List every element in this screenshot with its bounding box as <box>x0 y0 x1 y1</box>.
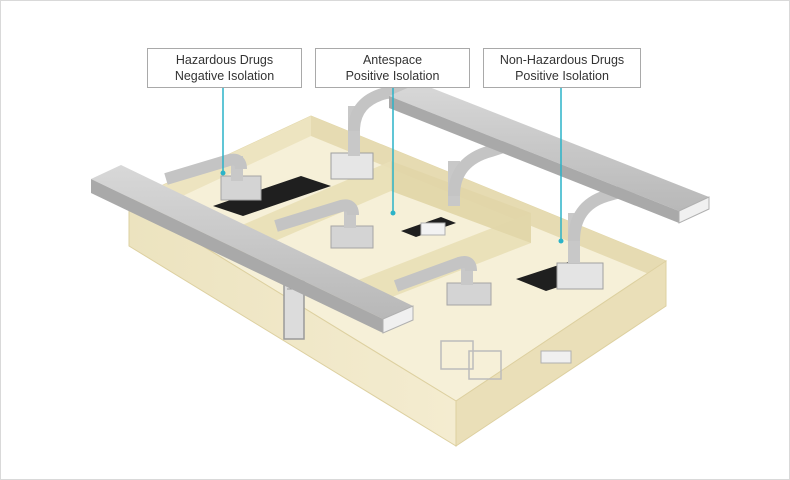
duct-branch-antespace <box>348 83 417 132</box>
leader-dot-antespace <box>390 210 396 216</box>
supply-cart-2 <box>468 350 502 380</box>
leader-dot-non-hazardous <box>558 238 564 244</box>
counter-hazardous <box>213 176 331 216</box>
main-duct-rear-end <box>678 196 710 224</box>
callout-non-hazardous-drugs: Non-Hazardous Drugs Positive Isolation <box>483 48 641 88</box>
duct-branch-non-hazardous <box>568 180 643 242</box>
callout-title: Hazardous Drugs <box>175 53 274 67</box>
callout-antespace: Antespace Positive Isolation <box>315 48 470 88</box>
partition-wall-3 <box>391 161 531 243</box>
callout-subtitle: Positive Isolation <box>345 69 440 83</box>
sink-antespace <box>420 222 446 236</box>
duct-branch-hazardous-1 <box>164 153 247 185</box>
callout-title: Non-Hazardous Drugs <box>499 53 625 67</box>
hood-hazardous-3 <box>446 282 492 306</box>
supply-cart-1 <box>440 340 474 370</box>
sink-non-hazardous <box>540 350 572 364</box>
callout-subtitle: Negative Isolation <box>174 69 275 83</box>
main-duct-rear-side <box>389 96 679 223</box>
hood-hazardous-2 <box>330 225 374 249</box>
hood-antespace <box>330 152 374 180</box>
main-duct-front-end <box>382 305 414 334</box>
duct-branch-hazardous-2 <box>274 199 359 232</box>
main-duct-rear-top <box>389 83 709 211</box>
callout-title: Antespace <box>362 53 423 67</box>
hood-non-hazardous <box>556 262 604 290</box>
duct-branch-middle <box>448 135 523 197</box>
callout-hazardous-drugs: Hazardous Drugs Negative Isolation <box>147 48 302 88</box>
leader-dot-hazardous <box>220 170 226 176</box>
main-duct-front-side <box>91 179 383 333</box>
duct-branch-hazardous-3 <box>393 256 477 292</box>
callout-subtitle: Positive Isolation <box>515 69 609 83</box>
main-duct-front-top <box>91 165 413 319</box>
